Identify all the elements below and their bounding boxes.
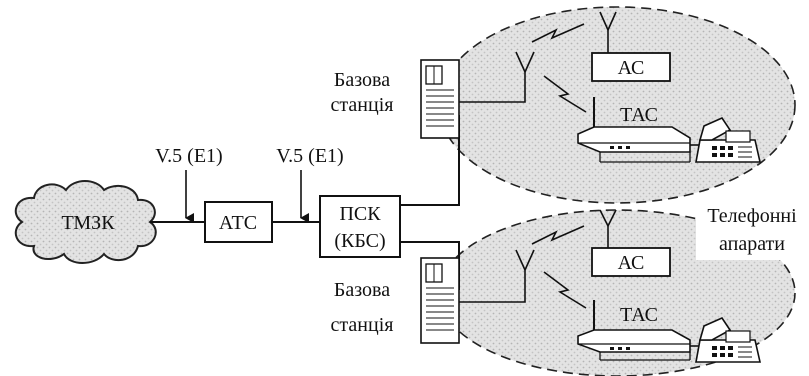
base-station-1-label-line2: станція — [331, 94, 394, 116]
terminal-2-label: ТАС — [620, 304, 658, 326]
exchange-label: АТС — [219, 212, 257, 234]
terminal-1-label: ТАС — [620, 104, 658, 126]
interface-label-right: V.5 (E1) — [276, 145, 343, 167]
cell-area-1 — [439, 7, 795, 203]
subscriber-station-1-label: АС — [618, 57, 645, 79]
subscriber-station-2-label: АС — [618, 252, 645, 274]
phones-label-line1: Телефонні — [707, 205, 797, 227]
interface-label-left: V.5 (E1) — [155, 145, 222, 167]
base-station-2-label-line1: Базова — [334, 279, 390, 301]
controller-label-line2: (КБС) — [334, 230, 385, 252]
base-station-1 — [421, 60, 459, 138]
phones-label-line2: апарати — [719, 233, 785, 255]
controller-label-line1: ПСК — [339, 203, 381, 225]
base-station-2-label-line2: станція — [331, 314, 394, 336]
base-station-1-label-line1: Базова — [334, 69, 390, 91]
pstn-label: ТМЗК — [61, 212, 115, 234]
base-station-2 — [421, 258, 459, 343]
